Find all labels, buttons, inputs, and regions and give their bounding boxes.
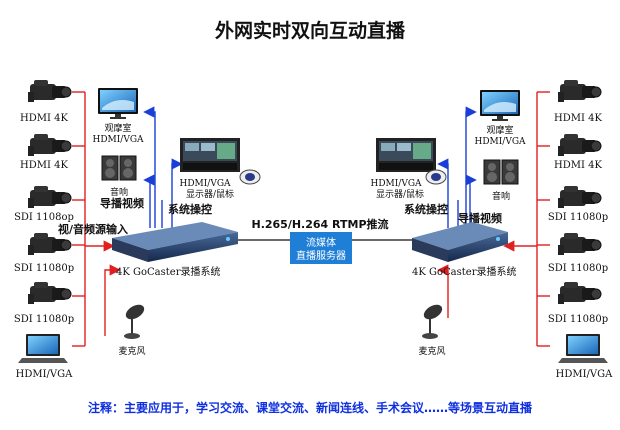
left-console-label-2: 显示器/鼠标 [186, 188, 234, 200]
left-monitor [98, 88, 138, 119]
left-laptop-label: HDMI/VGA [16, 369, 74, 380]
left-camera-label-4: SDI 11080p [14, 263, 74, 274]
left-laptop [18, 334, 68, 363]
right-system-control-label: 系统操控 [404, 202, 448, 216]
right-laptop [558, 334, 608, 363]
left-camera-label-1: HDMI 4K [20, 113, 68, 124]
right-camera-5 [557, 281, 602, 305]
page-title: 外网实时双向互动直播 [215, 19, 406, 42]
right-console [376, 138, 436, 172]
right-recorder-label: 4K GoCaster录播系统 [412, 265, 516, 278]
right-mic-label: 麦克风 [418, 345, 445, 357]
left-mic-icon [122, 300, 148, 340]
right-laptop-label: HDMI/VGA [556, 369, 614, 380]
left-guide-video-label: 导播视频 [100, 196, 144, 210]
right-blue-links [437, 106, 477, 228]
left-monitor-label-2: HDMI/VGA [92, 135, 144, 145]
right-speakers [483, 159, 519, 185]
left-camera-3 [27, 185, 72, 209]
left-camera-4 [27, 232, 72, 256]
right-camera-label-3: SDI 11080p [548, 212, 608, 223]
right-camera-label-4: SDI 11080p [548, 263, 608, 274]
right-camera-4 [557, 232, 602, 256]
server-label-2: 直播服务器 [296, 249, 346, 262]
left-camera-5 [27, 281, 72, 305]
right-recorder [412, 222, 508, 262]
right-camera-bus [437, 91, 550, 347]
right-mic-icon [420, 300, 446, 340]
right-monitor-label-1: 观摩室 [486, 124, 513, 136]
right-speaker-label: 音响 [492, 190, 510, 202]
left-camera-1 [27, 79, 72, 103]
left-camera-label-2: HDMI 4K [20, 160, 68, 171]
left-speaker-label: 音响 [110, 186, 128, 198]
left-monitor-label-1: 观摩室 [104, 122, 131, 134]
right-camera-label-5: SDI 11080p [548, 314, 608, 325]
left-mouse-icon [239, 169, 261, 185]
right-camera-3 [557, 185, 602, 209]
left-mic-label: 麦克风 [118, 345, 145, 357]
right-guide-video-label: 导播视频 [458, 211, 502, 225]
right-monitor [480, 90, 520, 121]
right-camera-1 [557, 79, 602, 103]
left-console [180, 138, 240, 172]
left-camera-label-5: SDI 11080p [14, 314, 74, 325]
footer-note: 注释：主要应用于，学习交流、课堂交流、新闻连线、手术会议……等场景互动直播 [88, 400, 533, 415]
left-console-label-1: HDMI/VGA [179, 179, 231, 189]
left-speakers [101, 155, 137, 181]
server-label-1: 流媒体 [306, 236, 336, 249]
left-recorder-label: 4K GoCaster录播系统 [116, 265, 220, 278]
right-console-label-2: 显示器/鼠标 [376, 188, 424, 200]
left-camera-bus [72, 91, 121, 347]
left-blue-links [143, 106, 183, 228]
left-recorder [112, 222, 238, 262]
right-console-label-1: HDMI/VGA [370, 179, 422, 189]
right-camera-label-2: HDMI 4K [554, 160, 602, 171]
right-camera-2 [557, 133, 602, 157]
left-av-input-label: 视/音频源输入 [58, 222, 128, 236]
right-monitor-label-2: HDMI/VGA [474, 137, 526, 147]
left-camera-2 [27, 133, 72, 157]
right-mouse-icon [425, 169, 447, 185]
left-system-control-label: 系统操控 [168, 202, 212, 216]
left-camera-label-3: SDI 1108op [14, 212, 74, 223]
streaming-server: 流媒体 直播服务器 [290, 232, 352, 264]
right-camera-label-1: HDMI 4K [554, 113, 602, 124]
protocol-label: H.265/H.264 RTMP推流 [251, 217, 388, 231]
